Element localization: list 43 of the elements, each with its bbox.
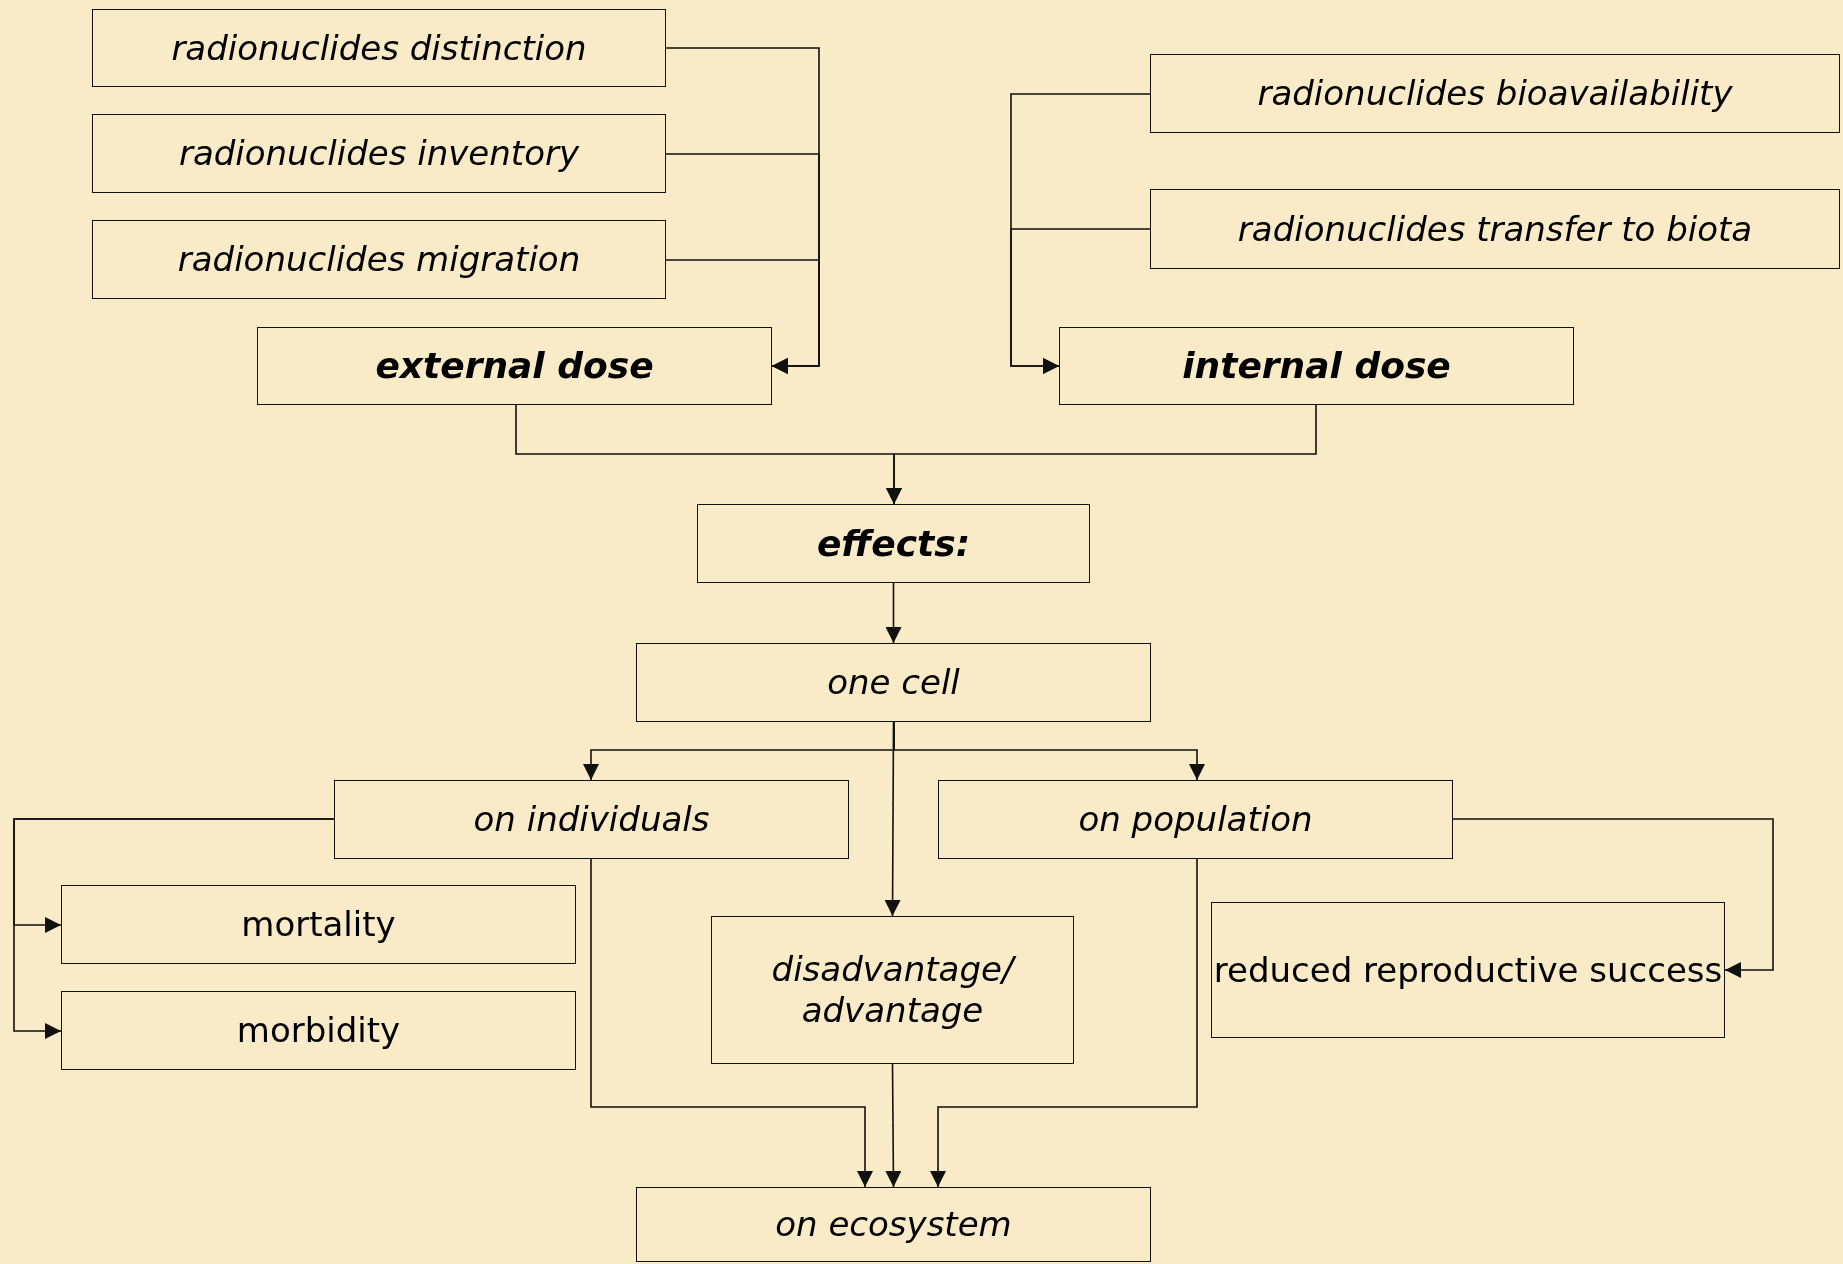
arrow bbox=[884, 721, 901, 917]
arrow bbox=[885, 1063, 902, 1188]
box-label: on ecosystem bbox=[775, 1204, 1012, 1245]
box-label: external dose bbox=[375, 344, 654, 388]
process-box bbox=[92, 9, 666, 87]
box-label: reduced reproductive success bbox=[1213, 949, 1723, 991]
process-box bbox=[1211, 902, 1725, 1038]
box-label: radionuclides transfer to biota bbox=[1237, 208, 1753, 250]
box-label: effects: bbox=[816, 521, 971, 566]
process-box bbox=[711, 916, 1074, 1064]
process-box bbox=[92, 220, 666, 299]
box-label: radionuclides bioavailability bbox=[1257, 73, 1733, 114]
box-label: on population bbox=[1078, 799, 1313, 840]
process-box bbox=[938, 780, 1453, 859]
box-label: one cell bbox=[827, 662, 960, 703]
arrow bbox=[1452, 818, 1774, 978]
process-box bbox=[636, 1187, 1151, 1262]
box-label: internal dose bbox=[1182, 344, 1451, 388]
box-label: morbidity bbox=[236, 1010, 401, 1051]
process-box bbox=[636, 643, 1151, 722]
box-label: mortality bbox=[241, 904, 396, 945]
arrow bbox=[930, 858, 1198, 1188]
box-label: disadvantage/ advantage bbox=[712, 949, 1073, 1031]
process-box bbox=[61, 885, 576, 964]
arrow bbox=[1010, 228, 1151, 374]
process-box bbox=[257, 327, 772, 405]
arrow bbox=[665, 259, 820, 374]
process-box bbox=[334, 780, 849, 859]
arrow bbox=[13, 818, 335, 1039]
process-box bbox=[1059, 327, 1574, 405]
arrow bbox=[893, 721, 1205, 781]
arrow bbox=[886, 404, 1317, 505]
box-label: radionuclides inventory bbox=[178, 133, 580, 174]
arrow bbox=[590, 858, 873, 1188]
box-label: radionuclides distinction bbox=[171, 27, 587, 69]
box-label: radionuclides migration bbox=[177, 239, 581, 280]
process-box bbox=[1150, 189, 1840, 269]
box-label: on individuals bbox=[473, 799, 710, 840]
process-box bbox=[92, 114, 666, 193]
process-box bbox=[1150, 54, 1840, 133]
process-box bbox=[697, 504, 1090, 583]
arrow bbox=[885, 582, 902, 644]
process-box bbox=[61, 991, 576, 1070]
